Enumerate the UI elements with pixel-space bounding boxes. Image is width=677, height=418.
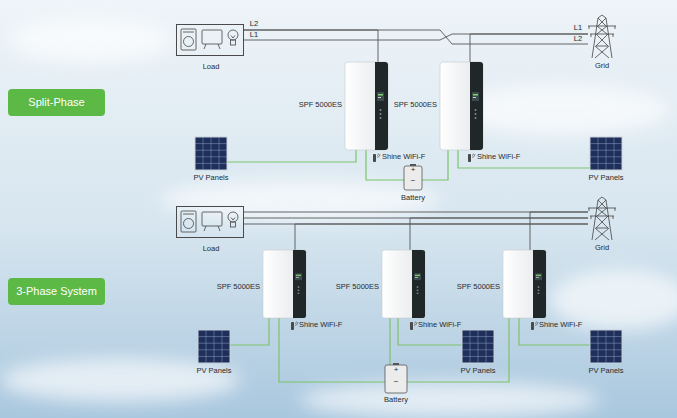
node-label: Load [203,245,220,253]
battery-body [385,363,407,393]
phase-label: L1 [249,31,259,39]
grid-tower [588,197,616,240]
inverter-body [345,62,388,150]
grid-tower [588,15,616,58]
node-label: PV Panels [588,174,623,182]
phase-label: L2 [249,20,259,28]
load-icons [181,211,238,232]
ac-wire [295,224,588,250]
wifi-dongle [373,154,380,163]
load-box: Load [176,24,244,56]
terminal-sign: − [411,177,416,186]
dc-wire [227,150,356,162]
terminal-sign: − [394,378,399,387]
node-label: SPF 5000ES [394,101,437,109]
pv-panel: PV Panels [462,330,494,363]
wifi-dongle [410,322,417,331]
node-label: Shine WiFi-F [477,153,520,161]
node-label: Shine WiFi-F [539,321,582,329]
node-label: SPF 5000ES [457,283,500,291]
pv-panel [590,330,622,363]
dc-wire [458,150,590,168]
pv-panel: PV Panels [198,330,230,363]
dc-wire [398,318,462,345]
dc-wire [230,318,269,345]
battery-body [404,164,422,190]
inverter: SPF 5000ESShine WiFi-F [345,62,388,150]
inverter-body [503,250,546,318]
section-title: Split-Phase [28,96,84,108]
node-label: Shine WiFi-F [382,153,425,161]
ac-wire [244,30,378,62]
inverter-body [440,62,483,150]
node-label: Shine WiFi-F [299,321,342,329]
inverter: SPF 5000ESShine WiFi-F [503,250,546,318]
dc-wire [279,318,385,382]
wifi-dongle [531,322,538,331]
node-label: Shine WiFi-F [418,321,461,329]
phase-label: L1 [573,24,583,32]
node-label: Load [203,63,220,71]
inverter: SPF 5000ESShine WiFi-F [263,250,306,318]
phase-label: L2 [573,35,583,43]
node-label: Grid [595,62,609,70]
pv-panel: PV Panels [590,330,622,363]
node-label: SPF 5000ES [217,283,260,291]
grid-tower: Grid [588,18,616,58]
load-icons [181,29,238,50]
ac-wire [530,212,588,250]
pv-panel [462,330,494,363]
terminal-sign: + [394,366,399,375]
node-label: PV Panels [193,174,228,182]
ac-wire [410,218,588,250]
dc-wire [389,318,390,365]
node-label: PV Panels [588,367,623,375]
node-label: SPF 5000ES [336,283,379,291]
node-label: Battery [384,396,408,404]
node-label: PV Panels [196,367,231,375]
dc-wire [422,150,448,180]
inverter-body [263,250,306,318]
dc-wire [407,318,509,382]
node-label: SPF 5000ES [299,101,342,109]
wifi-dongle [468,154,475,163]
section-tag: Split-Phase [8,89,105,116]
node-label: PV Panels [460,367,495,375]
node-label: Grid [595,244,609,252]
inverter-body [382,250,425,318]
pv-panel: PV Panels [590,137,622,170]
pv-panel [198,330,230,363]
inverter: SPF 5000ESShine WiFi-F [440,62,483,150]
section-tag: 3-Phase System [8,278,105,305]
dc-wire [519,318,590,345]
node-label: Battery [401,194,425,202]
section-title: 3-Phase System [16,285,97,297]
pv-panel [590,137,622,170]
pv-panel [195,137,227,170]
ac-wire [244,34,588,40]
ac-wire [244,30,588,44]
grid-tower: Grid [588,200,616,240]
terminal-sign: + [411,166,416,175]
load-box: Load [176,206,244,238]
inverter: SPF 5000ESShine WiFi-F [382,250,425,318]
wifi-dongle [291,322,298,331]
ac-wire [470,34,588,62]
pv-panel: PV Panels [195,137,227,170]
